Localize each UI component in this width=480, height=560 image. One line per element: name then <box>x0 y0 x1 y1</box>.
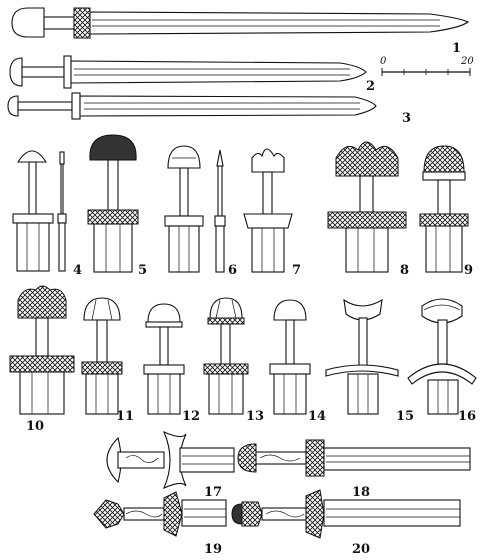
label-10: 10 <box>26 419 44 434</box>
hilt-5 <box>87 134 139 273</box>
scale-end: 20 <box>460 56 474 67</box>
hilt-7 <box>243 148 293 273</box>
sword-2 <box>9 55 367 89</box>
label-16: 16 <box>458 409 476 424</box>
label-2: 2 <box>366 79 375 94</box>
hilt-18 <box>237 439 471 477</box>
label-17: 17 <box>204 485 222 500</box>
hilt-4 <box>12 150 67 272</box>
hilt-12 <box>143 303 185 415</box>
label-20: 20 <box>352 542 370 557</box>
hilt-17 <box>106 430 235 490</box>
scale-start: 0 <box>380 56 387 67</box>
label-12: 12 <box>182 409 200 424</box>
label-18: 18 <box>352 485 370 500</box>
label-13: 13 <box>246 409 264 424</box>
label-4: 4 <box>73 263 82 278</box>
hilt-19 <box>93 491 227 537</box>
hilt-10 <box>9 285 75 415</box>
label-5: 5 <box>138 263 147 278</box>
label-3: 3 <box>402 111 411 126</box>
label-6: 6 <box>228 263 237 278</box>
hilt-6 <box>164 145 226 273</box>
label-14: 14 <box>308 409 326 424</box>
hilt-11 <box>81 297 123 415</box>
label-1: 1 <box>452 41 461 56</box>
hilt-20 <box>231 489 461 539</box>
hilt-16 <box>407 298 477 415</box>
hilt-13 <box>203 297 249 415</box>
label-7: 7 <box>292 263 301 278</box>
label-9: 9 <box>464 263 473 278</box>
label-8: 8 <box>400 263 409 278</box>
label-11: 11 <box>116 409 134 424</box>
hilt-8 <box>327 141 407 273</box>
hilt-9 <box>419 145 469 273</box>
sword-3 <box>7 92 377 120</box>
sword-1 <box>11 7 470 39</box>
hilt-15 <box>325 298 399 415</box>
label-15: 15 <box>396 409 414 424</box>
label-19: 19 <box>204 542 222 557</box>
scale-bar: 0 20 <box>380 56 474 76</box>
hilt-14 <box>269 299 311 415</box>
